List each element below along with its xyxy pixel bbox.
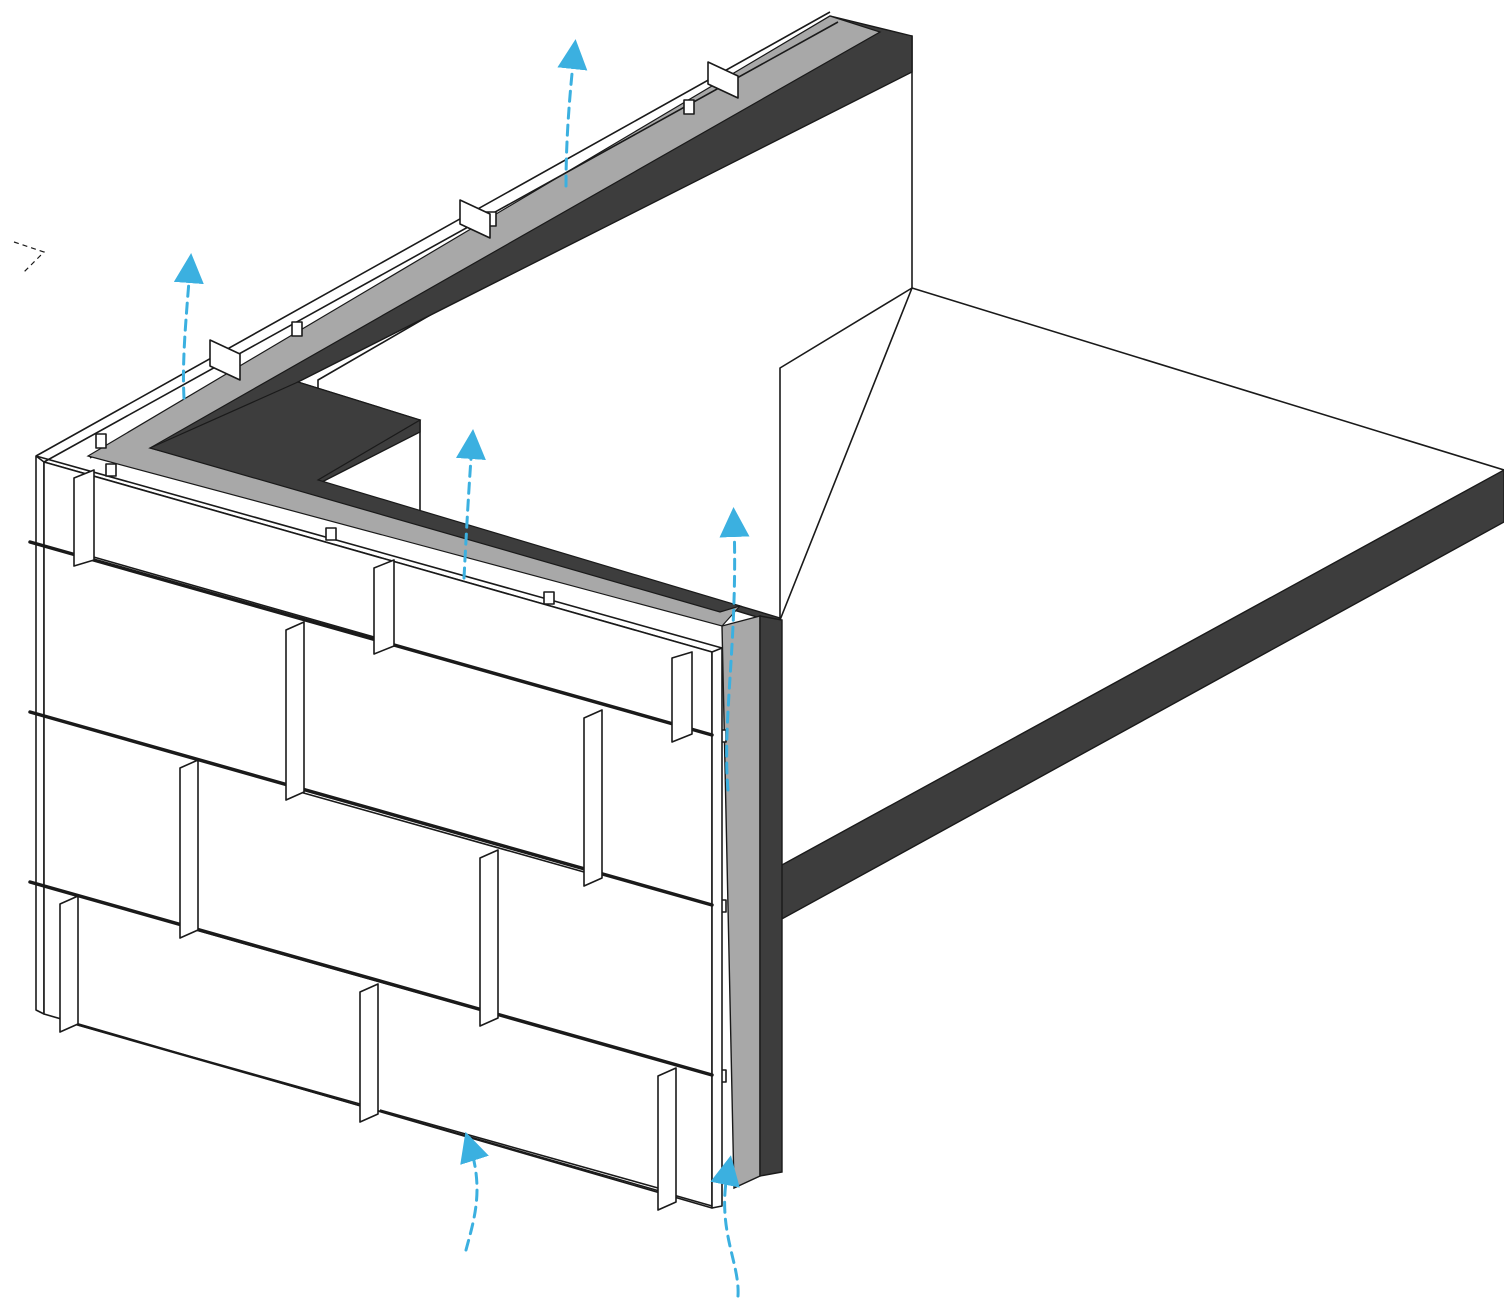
dashed-up-arrow-icon [455, 429, 486, 580]
panel-lower-lines [75, 551, 673, 1189]
corner-column [35, 455, 45, 1015]
cladding-edge-strip [711, 647, 723, 1209]
airflow-arrows [173, 39, 750, 1298]
dashed-up-arrow-icon [460, 1131, 489, 1252]
insulation-corner-block [148, 381, 743, 613]
dashed-reference-mark [13, 241, 46, 275]
bracket [543, 591, 555, 605]
bracket [105, 463, 117, 477]
vertical-fins [59, 469, 693, 1211]
bracket [325, 527, 337, 541]
top-fins [209, 61, 739, 381]
dashed-up-arrow-icon [557, 39, 588, 188]
dashed-up-arrow-icon [719, 507, 750, 792]
insulation-edge-dark [759, 615, 783, 1177]
dashed-up-arrow-icon [710, 1155, 740, 1298]
bracket [95, 433, 107, 449]
bracket [291, 321, 303, 337]
bracket [683, 99, 695, 115]
dashed-up-arrow-icon [173, 253, 204, 400]
